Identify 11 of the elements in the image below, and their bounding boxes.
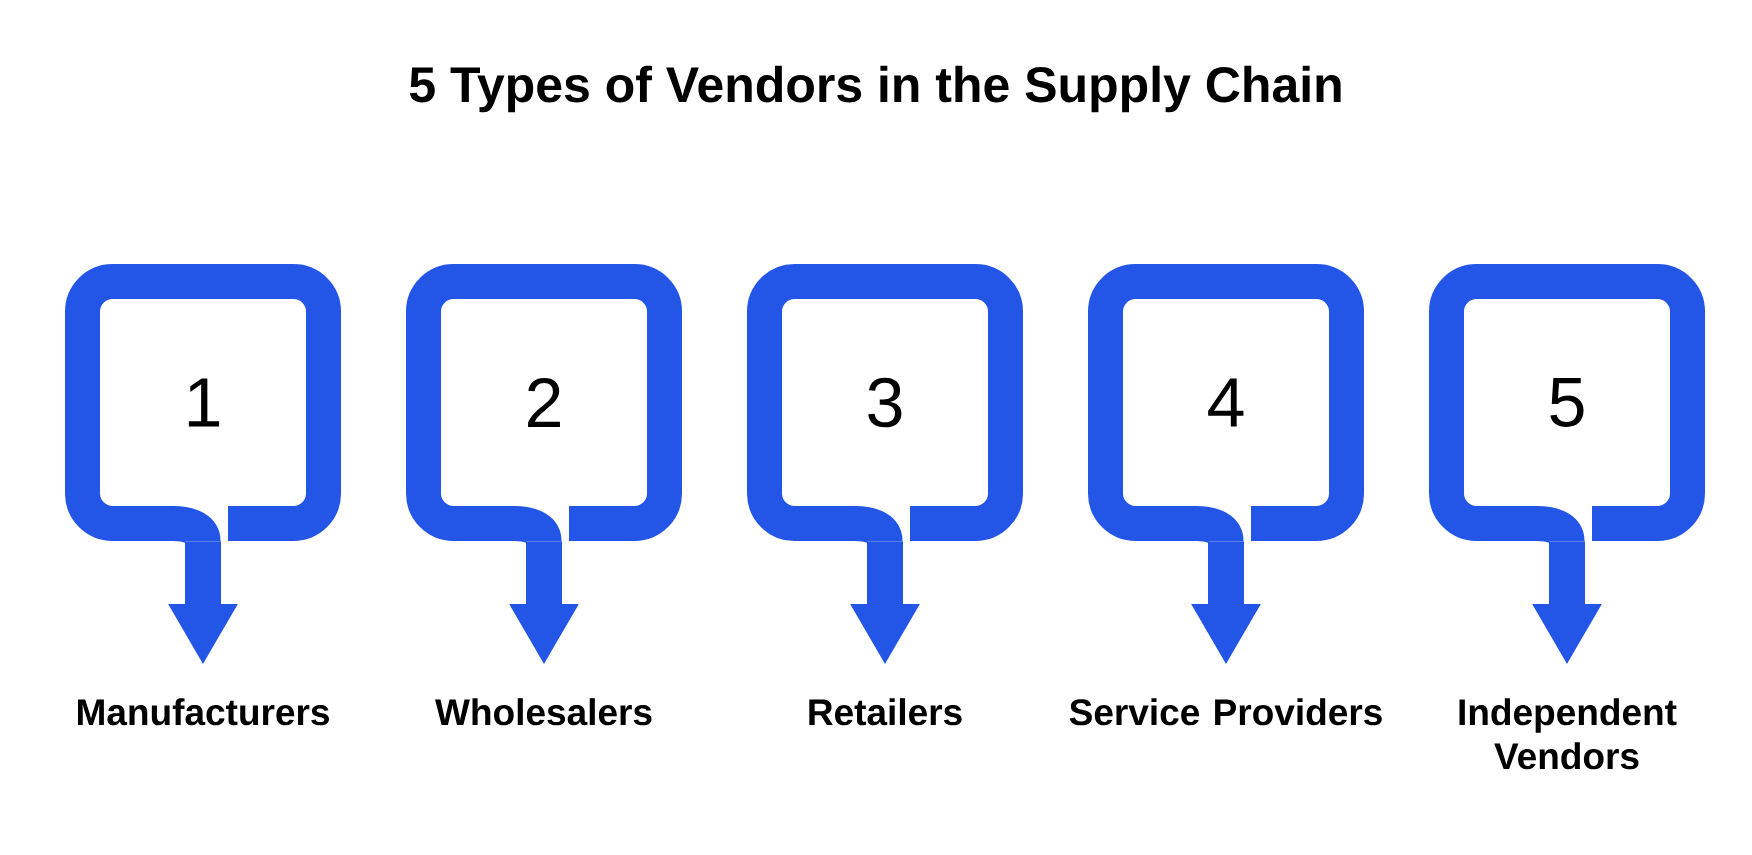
category-label: Wholesalers — [435, 698, 652, 726]
category-label: Manufacturers — [78, 698, 329, 726]
number-box: 1 — [65, 264, 341, 545]
category-label: Retailers — [809, 698, 962, 726]
number-box: 5 — [1429, 264, 1705, 545]
category-label: Independent Vendors — [1459, 698, 1677, 770]
number-box: 2 — [406, 264, 682, 545]
number-box: 4 — [1088, 264, 1364, 545]
category-label: Service Providers — [1069, 698, 1382, 726]
title: 5 Types of Vendors in the Supply Chain — [409, 65, 1341, 113]
number-box: 3 — [747, 264, 1023, 545]
